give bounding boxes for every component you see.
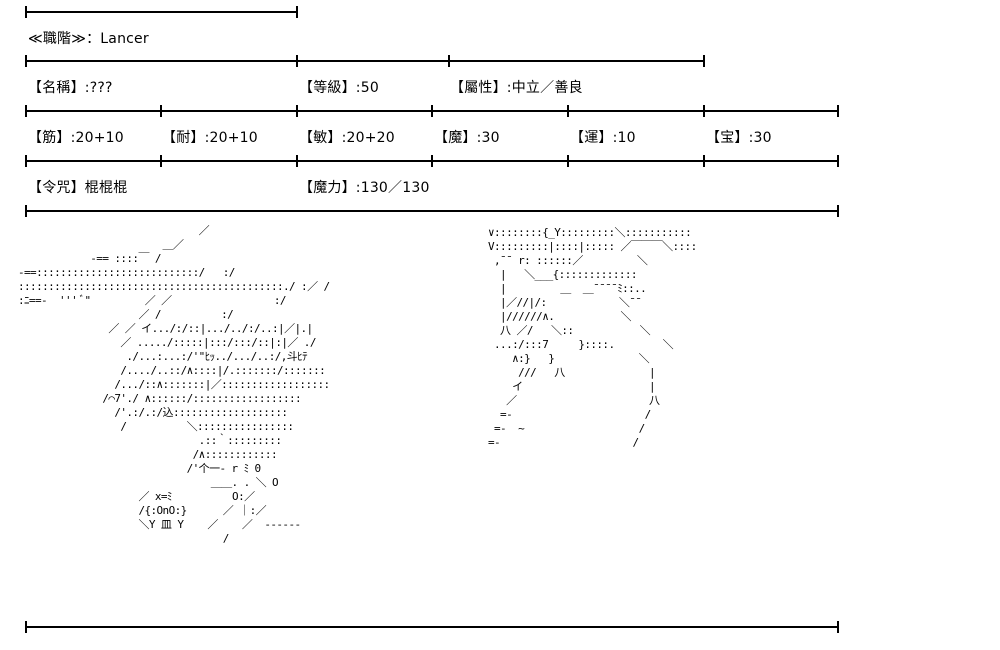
command-seals-field: 【令咒】棍棍棍 (28, 180, 128, 196)
ascii-art-illustration: ／ ＿／ -== ::::￣ / -==::::::::::::::::::::… (18, 224, 848, 606)
stat-strength: 【筋】:20+10 (28, 130, 124, 146)
class-label: ≪職階≫：Lancer (28, 31, 149, 47)
mana-field: 【魔力】:130／130 (299, 180, 430, 196)
name-field: 【名稱】:??? (28, 80, 113, 96)
stat-magic: 【魔】:30 (434, 130, 500, 146)
ascii-art-left: ／ ＿／ -== ::::￣ / -==::::::::::::::::::::… (18, 224, 330, 545)
stat-noble-phantasm: 【宝】:30 (706, 130, 772, 146)
stat-endurance: 【耐】:20+10 (162, 130, 258, 146)
alignment-field: 【屬性】:中立／善良 (450, 80, 583, 96)
ascii-art-right: ∨::::::::{_Y:::::::::＼::::::::::: V:::::… (488, 226, 697, 449)
stat-luck: 【運】:10 (570, 130, 636, 146)
stat-agility: 【敏】:20+20 (299, 130, 395, 146)
level-field: 【等級】:50 (299, 80, 379, 96)
